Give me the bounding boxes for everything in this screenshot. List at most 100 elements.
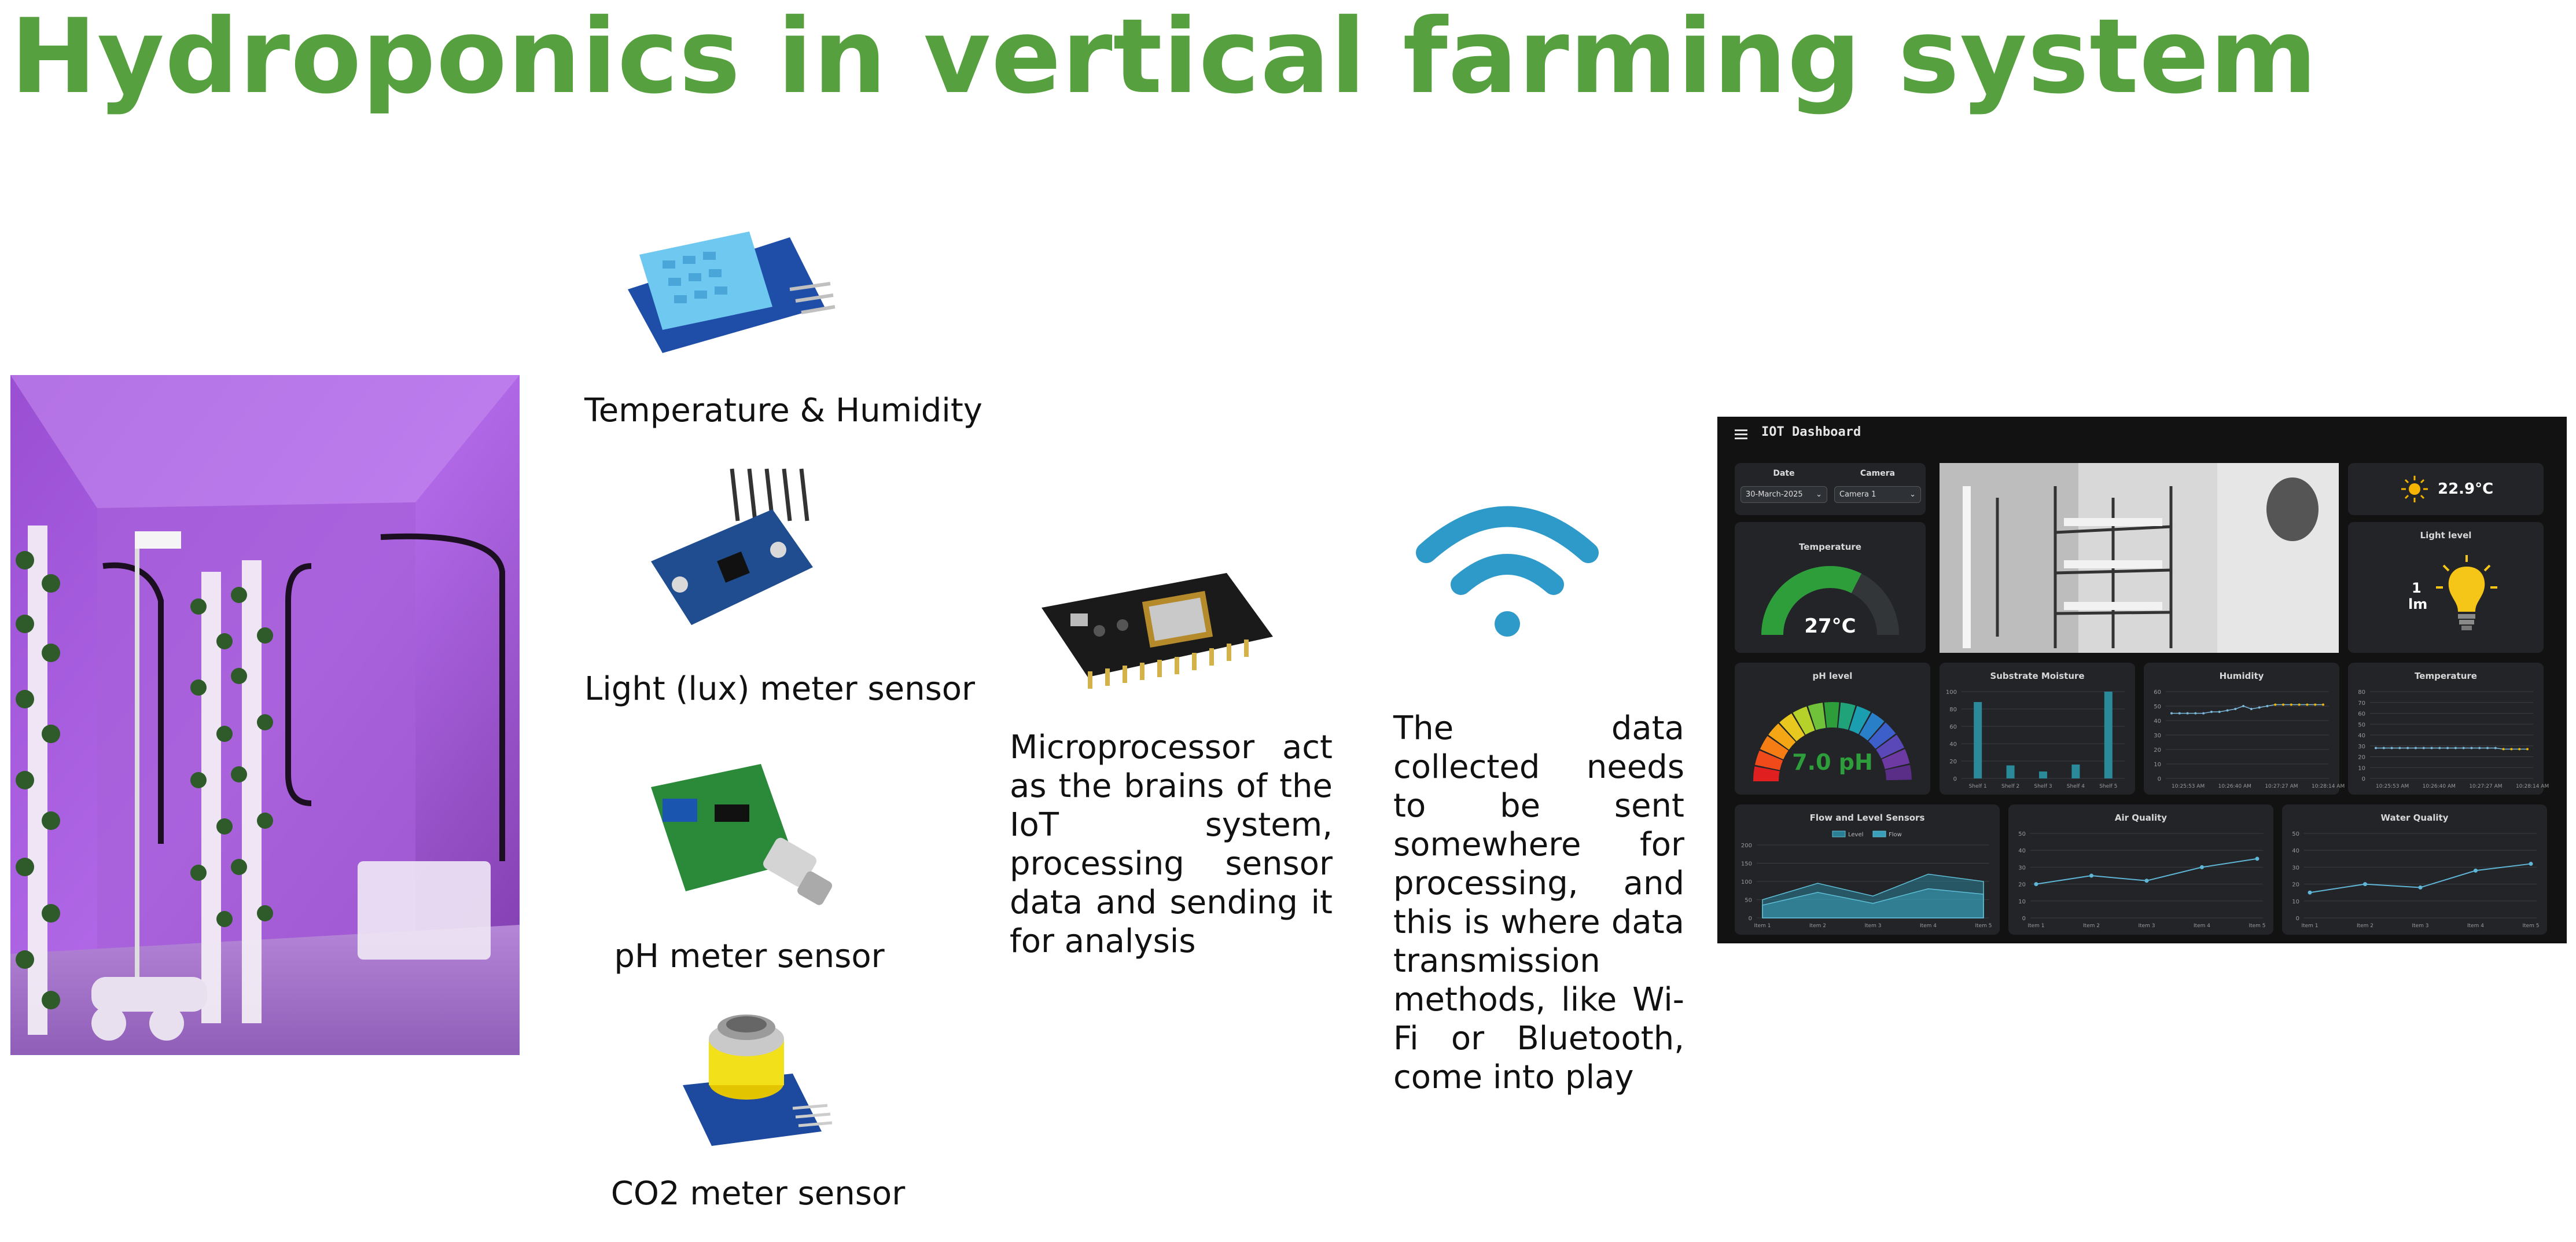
x-tick-label: Item 5 [1975, 923, 1992, 929]
data-point [2194, 712, 2197, 715]
data-point [2494, 747, 2497, 749]
y-tick-label: 10 [2358, 765, 2365, 771]
ph-scale-segment [1754, 750, 1783, 771]
ph-scale-segment [1793, 706, 1815, 735]
menu-icon[interactable] [1735, 429, 1747, 439]
y-tick-label: 0 [2362, 776, 2365, 782]
data-point [2398, 747, 2401, 749]
data-point [2089, 873, 2093, 878]
y-tick-label: 60 [1949, 724, 1957, 730]
ph-scale-segment [1875, 734, 1905, 759]
x-tick-label: Item 3 [1864, 923, 1881, 929]
y-tick-label: 20 [2018, 882, 2026, 888]
ph-scale-segment [1760, 736, 1789, 760]
ph-gauge [1753, 702, 1912, 782]
water-quality-title: Water Quality [2380, 813, 2449, 823]
page-title: Hydroponics in vertical farming system [10, 0, 2318, 116]
transmission-description: The data collected needs to be sent some… [1393, 710, 1684, 1096]
microprocessor-description: Microprocessor act as the brains of the … [1010, 729, 1333, 960]
data-point [2526, 748, 2529, 751]
x-tick-label: Item 1 [2027, 923, 2044, 929]
y-tick-label: 200 [1741, 843, 1752, 849]
y-tick-label: 150 [1741, 861, 1752, 868]
y-tick-label: 0 [2296, 916, 2299, 922]
camera-value: Camera 1 [1839, 490, 1876, 499]
temperature-gauge [1761, 566, 1899, 635]
weather-value: 22.9°C [2438, 480, 2494, 498]
data-point [2170, 712, 2173, 715]
y-tick-label: 20 [1949, 759, 1957, 765]
y-tick-label: 40 [2154, 718, 2161, 725]
iot-dashboard: IOT Dashboard Date 30-March-2025⌄ Camera… [1717, 417, 2567, 943]
data-point [2438, 747, 2441, 749]
sun-icon [2401, 476, 2428, 502]
x-tick-label: Item 3 [2138, 923, 2155, 929]
date-select[interactable]: 30-March-2025⌄ [1740, 486, 1827, 503]
area-series [1762, 888, 1984, 918]
sensor-label-co2: CO2 meter sensor [610, 1175, 906, 1212]
camera-select[interactable]: Camera 1⌄ [1834, 486, 1921, 503]
bar [2104, 692, 2113, 778]
sensor-label-ph: pH meter sensor [614, 938, 885, 975]
y-tick-label: 40 [2018, 848, 2026, 854]
data-point [2186, 712, 2189, 715]
data-point [2446, 747, 2449, 749]
y-tick-label: 0 [1749, 916, 1752, 922]
y-tick-label: 70 [2358, 700, 2365, 707]
sensor-label-temperature: Temperature & Humidity [584, 392, 982, 429]
x-tick-label: Item 3 [2412, 923, 2428, 929]
y-tick-label: 50 [2358, 722, 2365, 728]
x-tick-label: 10:26:40 AM [2423, 784, 2456, 789]
humidity-title: Humidity [2219, 671, 2264, 681]
y-tick-label: 80 [2358, 689, 2365, 696]
flow-level-title: Flow and Level Sensors [1809, 813, 1925, 823]
dashboard-title: IOT Dashboard [1761, 425, 1861, 439]
date-value: 30-March-2025 [1746, 490, 1803, 499]
ph-scale-segment [1753, 766, 1780, 782]
data-point [2418, 885, 2423, 890]
bar [2006, 765, 2015, 778]
data-point [2226, 709, 2229, 712]
data-point [2414, 747, 2417, 749]
legend-swatch [1872, 831, 1886, 837]
data-point [2422, 747, 2425, 749]
data-point [2478, 747, 2481, 749]
legend-label: Flow [1889, 832, 1902, 838]
x-tick-label: Item 1 [2301, 923, 2318, 929]
x-tick-label: 10:27:27 AM [2265, 784, 2298, 789]
y-tick-label: 20 [2292, 882, 2299, 888]
y-tick-label: 100 [1741, 879, 1752, 885]
y-tick-label: 10 [2018, 899, 2026, 905]
light-level-unit: lm [2408, 596, 2428, 612]
y-tick-label: 30 [2154, 733, 2161, 739]
data-point [2298, 703, 2301, 706]
data-point [2218, 711, 2221, 713]
ph-level-value: 7.0 pH [1792, 749, 1873, 775]
y-tick-label: 40 [2292, 848, 2299, 854]
y-tick-label: 30 [2358, 744, 2365, 750]
data-point [2322, 703, 2324, 706]
x-tick-label: Item 5 [2522, 923, 2539, 929]
legend-swatch [1832, 831, 1846, 837]
x-tick-label: Shelf 2 [2001, 784, 2019, 789]
y-tick-label: 30 [2018, 865, 2026, 871]
data-point [2306, 703, 2309, 706]
ph-scale-segment [1859, 712, 1885, 741]
temperature-humidity-sensor-icon [628, 232, 836, 353]
data-point [2406, 747, 2409, 749]
y-tick-label: 50 [2154, 704, 2161, 710]
microprocessor-icon [1042, 573, 1273, 689]
data-point [2502, 748, 2505, 751]
data-point [2470, 747, 2473, 749]
ph-scale-segment [1885, 765, 1912, 781]
legend-label: Level [1848, 832, 1863, 838]
x-tick-label: Item 1 [1754, 923, 1771, 929]
data-point [2202, 712, 2205, 715]
data-point [2375, 747, 2377, 749]
series-line [2172, 704, 2323, 714]
